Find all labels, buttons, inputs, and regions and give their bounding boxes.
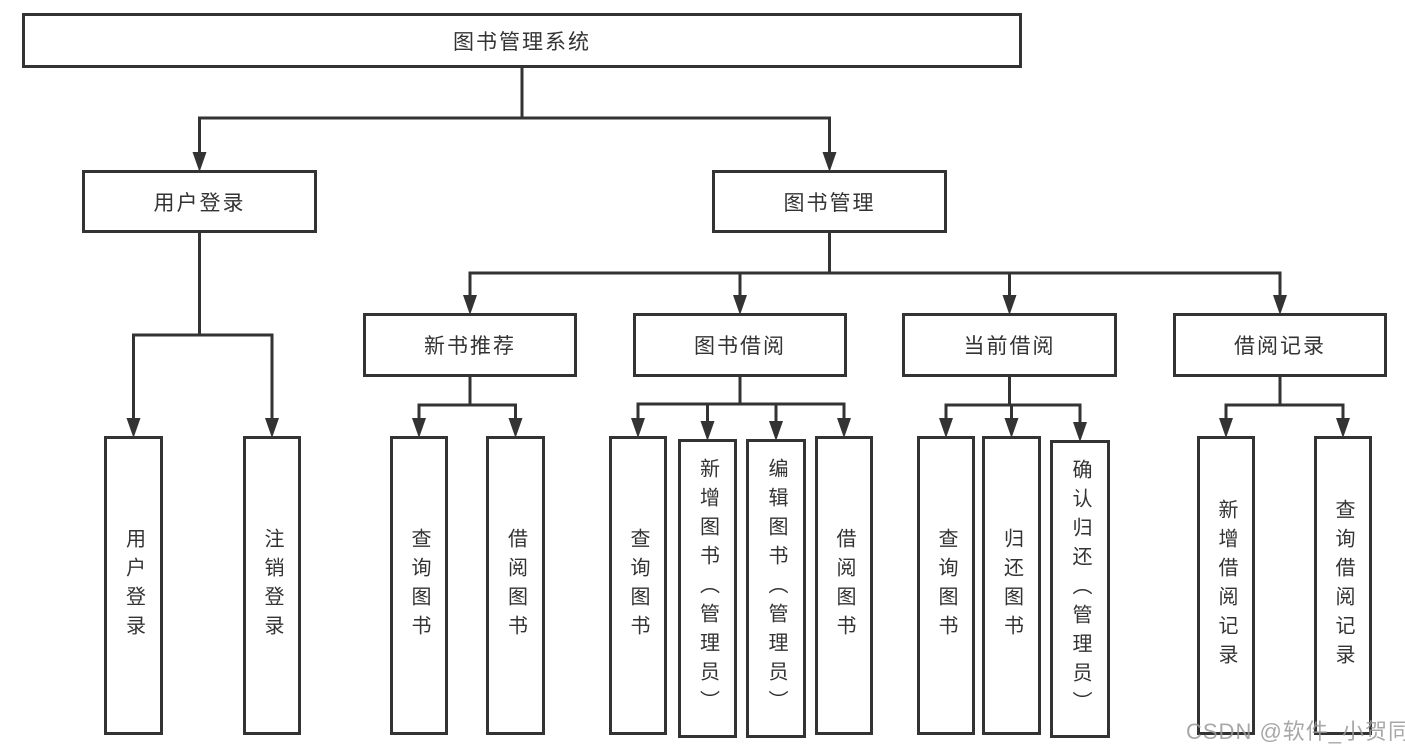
node-book-borrowing: 图书借阅	[633, 313, 847, 377]
arrowhead-icon	[508, 418, 523, 438]
arrowhead-icon	[631, 418, 645, 438]
node-add-borrow-record: 新增借阅记录	[1197, 436, 1255, 735]
node-borrowing-records: 借阅记录	[1173, 313, 1387, 377]
arrowhead-icon	[192, 152, 207, 172]
node-add-books-admin: 新增图书（管理员）	[678, 439, 737, 738]
node-query-books-current: 查询图书	[917, 436, 975, 735]
node-borrow-books-recommend: 借阅图书	[486, 436, 545, 735]
arrowhead-icon	[1004, 418, 1019, 438]
arrowhead-icon	[733, 295, 747, 315]
arrowhead-icon	[1219, 418, 1233, 438]
node-edit-books-admin: 编辑图书（管理员）	[746, 439, 806, 738]
arrowhead-icon	[822, 152, 837, 172]
node-logout-leaf: 注销登录	[243, 436, 301, 735]
node-book-management: 图书管理	[712, 170, 947, 233]
node-current-borrowing: 当前借阅	[902, 313, 1117, 377]
arrowhead-icon	[700, 421, 715, 441]
arrowhead-icon	[1336, 418, 1350, 438]
node-query-books-borrowing: 查询图书	[609, 436, 667, 735]
node-query-borrow-record: 查询借阅记录	[1314, 436, 1372, 735]
node-borrow-books-borrowing: 借阅图书	[815, 436, 873, 735]
arrowhead-icon	[126, 418, 141, 438]
arrowhead-icon	[837, 418, 851, 438]
arrowhead-icon	[265, 418, 279, 438]
arrowhead-icon	[769, 421, 783, 441]
arrowhead-icon	[1273, 295, 1287, 315]
arrowhead-icon	[1073, 422, 1087, 442]
node-return-books: 归还图书	[982, 436, 1041, 735]
node-new-book-recommend: 新书推荐	[363, 313, 577, 377]
node-root: 图书管理系统	[22, 13, 1022, 68]
arrowhead-icon	[939, 418, 953, 438]
node-user-login: 用户登录	[82, 170, 317, 233]
node-confirm-return-admin: 确认归还（管理员）	[1050, 440, 1110, 738]
arrowhead-icon	[412, 418, 426, 438]
node-query-books-recommend: 查询图书	[390, 436, 448, 735]
arrowhead-icon	[463, 295, 477, 315]
arrowhead-icon	[1002, 295, 1017, 315]
node-user-login-leaf: 用户登录	[104, 436, 163, 735]
